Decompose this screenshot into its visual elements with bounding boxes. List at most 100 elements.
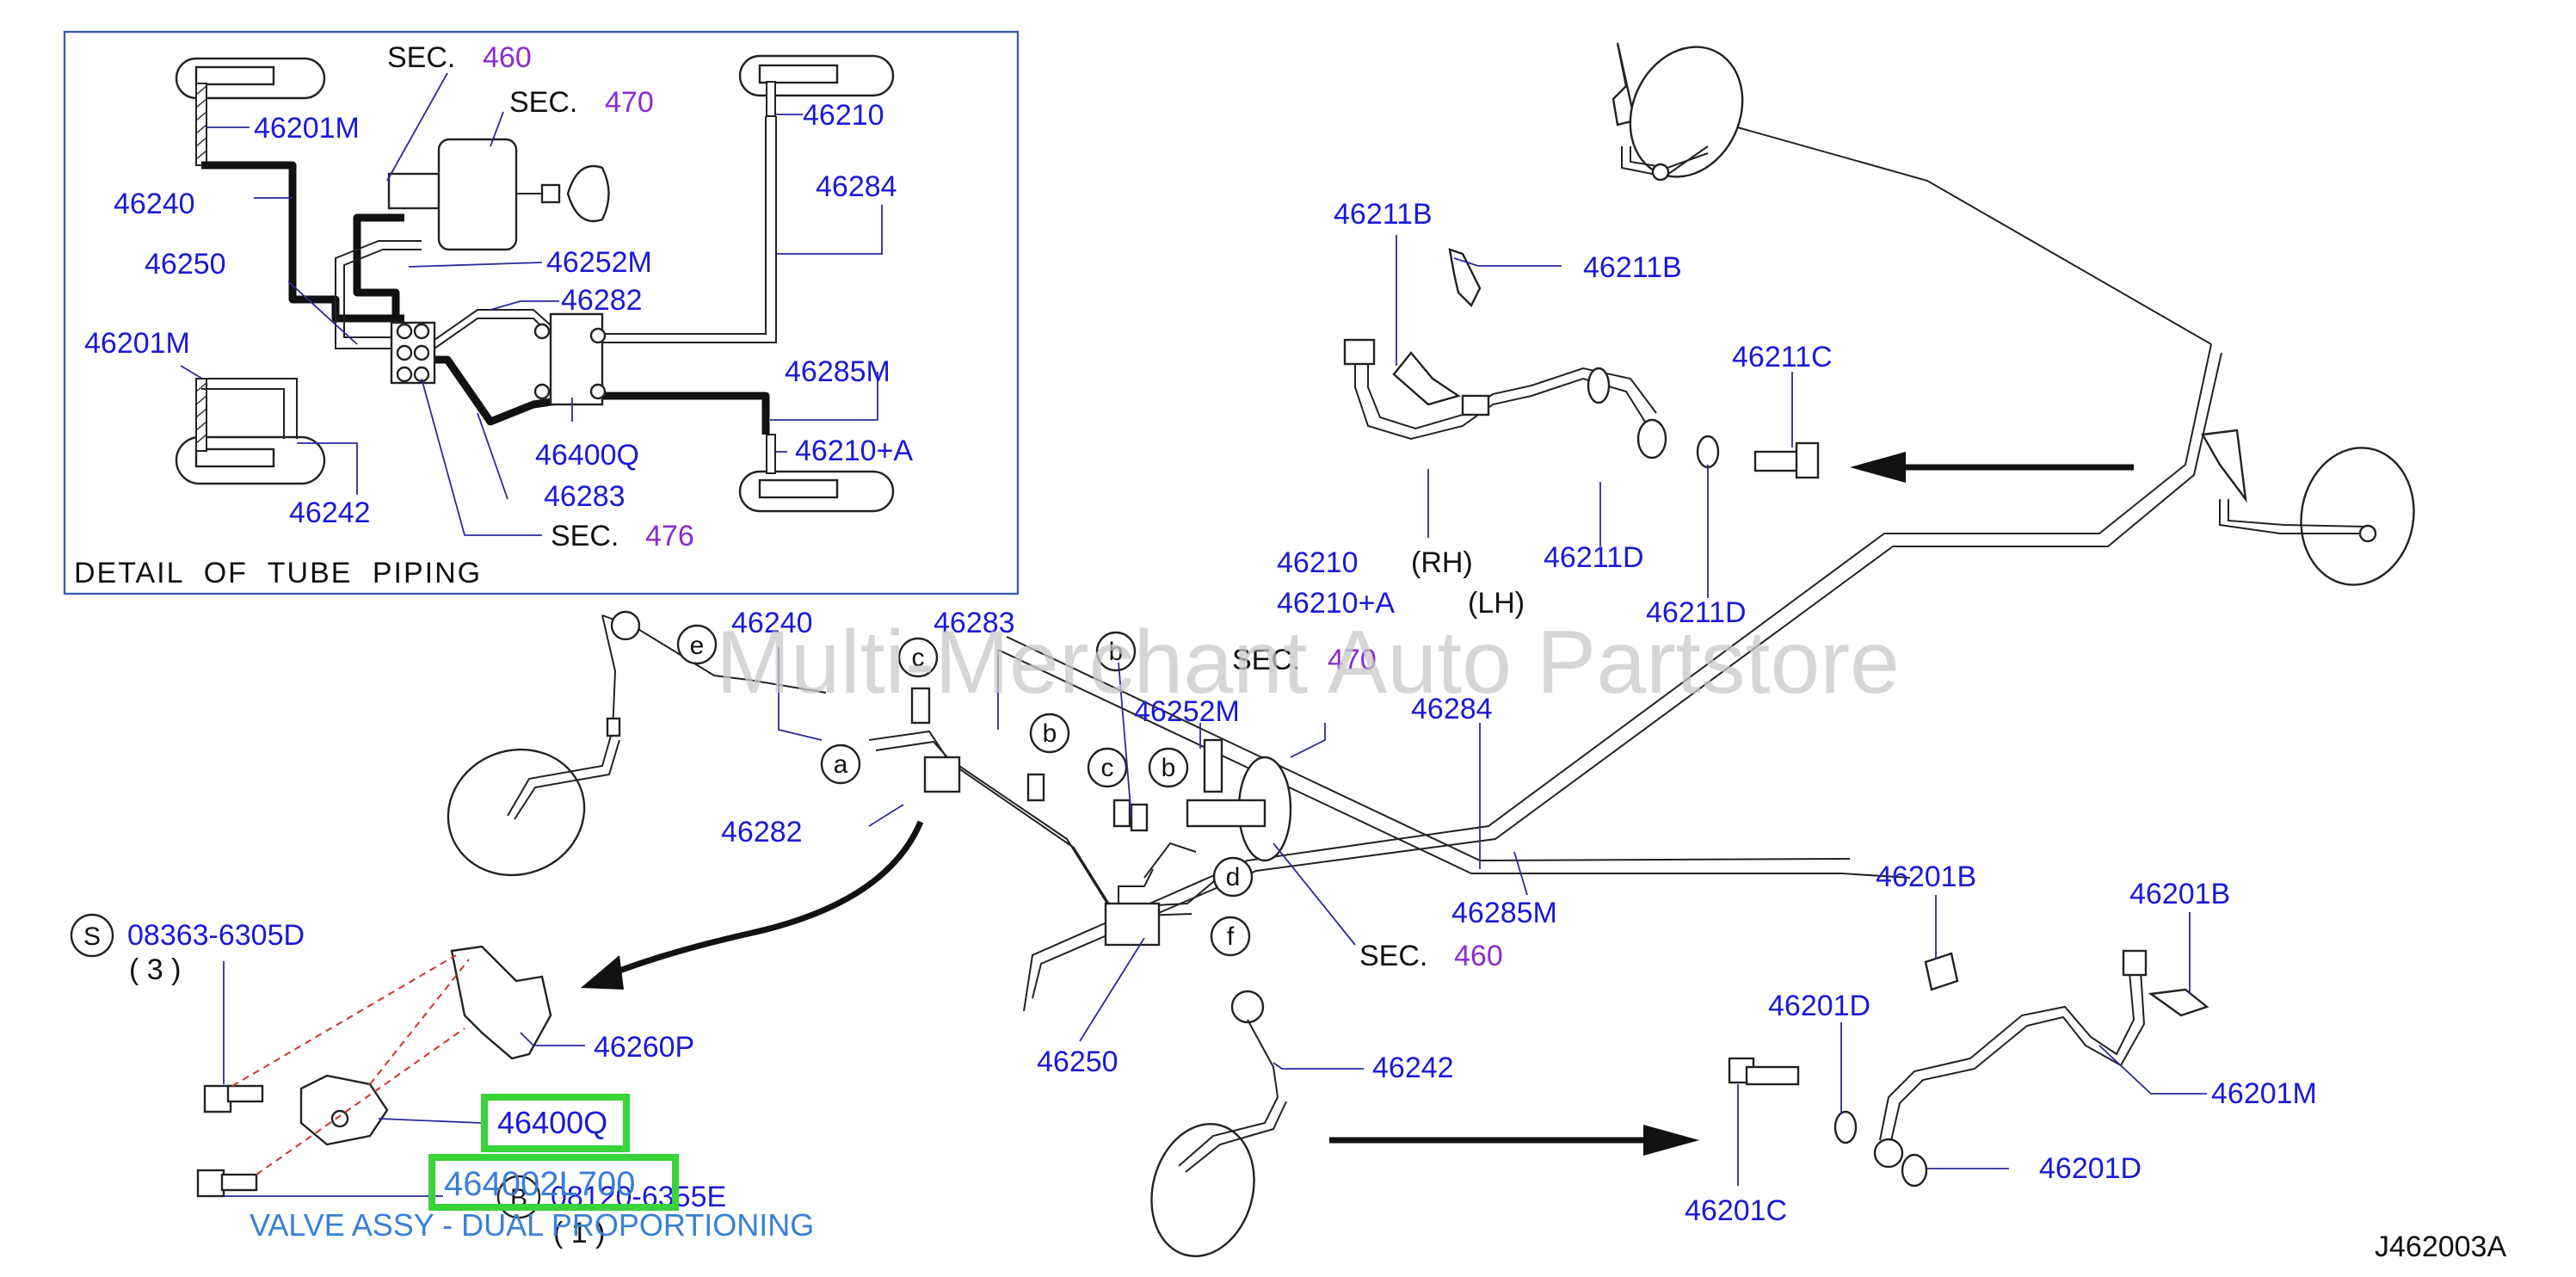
front-right-brake-assembly — [1612, 42, 1744, 182]
label-46250[interactable]: 46250 — [145, 248, 226, 281]
pipe-46284-main — [1023, 343, 2212, 1012]
label-46211D-b[interactable]: 46211D — [1646, 596, 1747, 629]
watermark: Multi-Merchant Auto Partstore — [716, 613, 1900, 713]
booster-and-valve-cluster — [910, 687, 1292, 947]
label-46285M[interactable]: 46285M — [1451, 897, 1557, 929]
label-46283[interactable]: 46283 — [934, 607, 1015, 639]
detail-of-tube-piping-inset: SEC. 460 SEC. 470 46201M 46210 46240 462… — [63, 30, 1020, 595]
label-lh: (LH) — [1468, 587, 1525, 620]
sec-470-prefix-main: SEC. — [1232, 644, 1300, 676]
label-46282[interactable]: 46282 — [721, 816, 803, 848]
label-46211B-b[interactable]: 46211B — [1583, 251, 1682, 284]
label-46201M-top[interactable]: 46201M — [254, 112, 360, 145]
label-46284[interactable]: 46284 — [1411, 693, 1493, 725]
label-46260P[interactable]: 46260P — [594, 1031, 694, 1064]
washer-46201D-a — [1833, 1110, 1858, 1144]
label-46210[interactable]: 46210 — [803, 99, 884, 132]
svg-text:e: e — [690, 632, 705, 660]
main-leaders — [223, 235, 2207, 1197]
bolt-b-08120-6355E — [196, 1169, 258, 1198]
callout-c-1[interactable]: c — [897, 637, 939, 678]
callout-a[interactable]: a — [820, 743, 861, 785]
label-46242[interactable]: 46242 — [1372, 1052, 1454, 1084]
direction-arrows — [581, 452, 2134, 1156]
bracket-46260P — [450, 945, 552, 1060]
label-46284[interactable]: 46284 — [816, 170, 897, 203]
label-46210A-lh[interactable]: 46210+A — [1277, 587, 1395, 620]
clip-46211B-b — [1392, 351, 1461, 406]
label-46211C[interactable]: 46211C — [1732, 341, 1833, 373]
pipe-46283-46285M-thick — [422, 355, 770, 435]
svg-text:b: b — [1043, 719, 1057, 748]
label-46211D-a[interactable]: 46211D — [1544, 541, 1644, 574]
callout-c-2[interactable]: c — [1087, 747, 1128, 788]
bolt-b-quantity: ( 1 ) — [553, 1217, 605, 1249]
label-46201B-a[interactable]: 46201B — [1876, 861, 1976, 893]
svg-text:c: c — [912, 644, 925, 672]
label-46201M[interactable]: 46201M — [2211, 1077, 2317, 1110]
arrow-to-valve — [592, 820, 924, 984]
svg-text:S: S — [83, 922, 101, 951]
svg-text:f: f — [1227, 922, 1235, 951]
callout-b-1[interactable]: b — [1095, 631, 1137, 672]
label-46400Q[interactable]: 46400Q — [535, 439, 639, 472]
diagram-id: J462003A — [2375, 1231, 2506, 1263]
highlighted-part-number[interactable]: 464002L700 — [428, 1154, 679, 1211]
callout-d[interactable]: d — [1212, 856, 1254, 898]
sec-460-prefix-main: SEC. — [1359, 940, 1427, 972]
part-description[interactable]: VALVE ASSY - DUAL PROPORTIONING — [250, 1207, 814, 1243]
highlighted-part-46400Q[interactable]: 46400Q — [481, 1094, 630, 1152]
part-number-464002L700[interactable]: 464002L700 — [444, 1165, 635, 1203]
label-46283[interactable]: 46283 — [544, 480, 626, 513]
sec-460-number[interactable]: 460 — [483, 41, 532, 74]
label-46210-rh[interactable]: 46210 — [1277, 546, 1359, 579]
sec-470-prefix: SEC. — [509, 86, 577, 119]
label-46252M[interactable]: 46252M — [1134, 695, 1240, 728]
bolt-s-code-circle[interactable]: S — [70, 913, 114, 958]
sec-476-prefix: SEC. — [551, 520, 619, 552]
label-46240[interactable]: 46240 — [731, 607, 813, 639]
label-46242[interactable]: 46242 — [289, 497, 371, 529]
callout-e[interactable]: e — [676, 624, 718, 665]
pipe-46285M-main — [868, 730, 1240, 910]
callout-b-3[interactable]: b — [1148, 747, 1189, 788]
label-46282[interactable]: 46282 — [561, 284, 643, 317]
abs-unit — [1104, 902, 1161, 947]
svg-text:c: c — [1101, 754, 1114, 782]
label-46400Q-highlight[interactable]: 46400Q — [497, 1105, 607, 1140]
sec-476-number[interactable]: 476 — [645, 520, 694, 552]
hose-46201M-top — [195, 83, 207, 166]
label-46252M[interactable]: 46252M — [546, 246, 652, 279]
sec-470-number-main[interactable]: 470 — [1328, 644, 1377, 676]
label-46211B-a[interactable]: 46211B — [1334, 198, 1433, 231]
pipe-rear-right — [1651, 102, 2212, 345]
bolt-s-08363-6305D — [203, 1084, 264, 1114]
washer-46211D-b — [1696, 435, 1720, 469]
clip-46201B-b — [2148, 988, 2209, 1017]
sec-460-number-main[interactable]: 460 — [1454, 940, 1503, 972]
rear-right-brake-assembly — [2201, 429, 2415, 586]
label-46210A[interactable]: 46210+A — [795, 435, 913, 467]
label-46285M[interactable]: 46285M — [785, 355, 891, 388]
svg-text:a: a — [834, 750, 848, 779]
pipe-46252M-thick — [353, 213, 404, 323]
valve-46400Q-exploded — [299, 1074, 389, 1146]
callout-b-2[interactable]: b — [1029, 713, 1070, 754]
sec-470-number[interactable]: 470 — [605, 86, 654, 119]
clip-46211B-a — [1448, 248, 1482, 308]
detail-box-title: DETAIL OF TUBE PIPING — [74, 557, 482, 589]
label-46201B-b[interactable]: 46201B — [2129, 878, 2230, 910]
bolt-46211C — [1753, 441, 1820, 479]
label-46201D-a[interactable]: 46201D — [1768, 990, 1870, 1022]
bolt-s-part-number[interactable]: 08363-6305D — [127, 919, 305, 952]
valve-46400Q-main — [923, 756, 961, 793]
label-46250[interactable]: 46250 — [1037, 1046, 1119, 1078]
hose-46210 — [766, 81, 776, 117]
label-46201C[interactable]: 46201C — [1685, 1194, 1787, 1227]
front-left-brake-assembly — [447, 610, 827, 877]
label-46240[interactable]: 46240 — [114, 188, 195, 220]
label-46201M-left[interactable]: 46201M — [84, 327, 190, 360]
valve-exploded-view — [196, 945, 552, 1198]
callout-f[interactable]: f — [1210, 916, 1251, 957]
label-46201D-b[interactable]: 46201D — [2039, 1152, 2142, 1185]
